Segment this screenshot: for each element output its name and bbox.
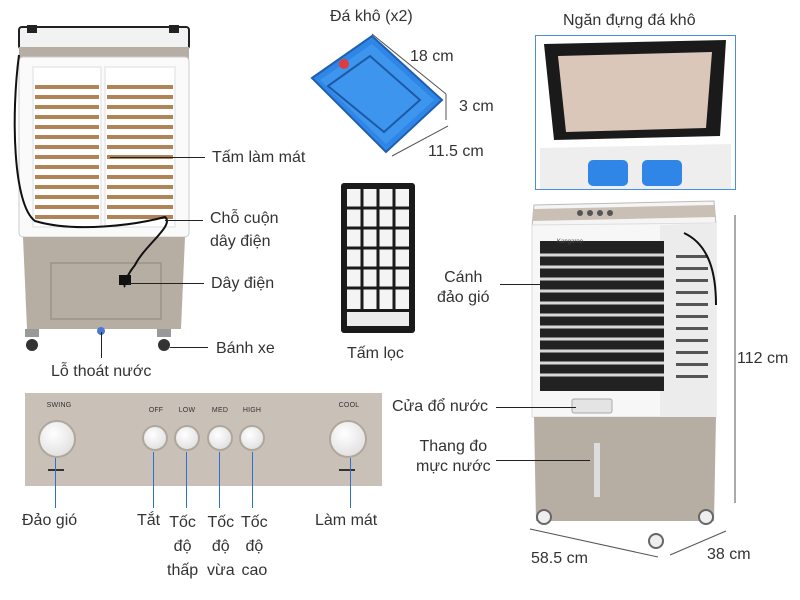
callout-line-drain (101, 332, 102, 358)
callout-line-cool (350, 458, 351, 508)
label-filter: Tấm lọc (347, 345, 404, 362)
callout-line-off (153, 452, 154, 508)
label-ice-compartment: Ngăn đựng đá khô (563, 12, 696, 29)
dim-ice-width: 11.5 cm (428, 143, 484, 160)
callout-line-cord-wrap (165, 220, 203, 221)
cool-indicator-icon (339, 463, 355, 471)
ice-compartment-illustration (540, 40, 731, 189)
dim-ice-thickness: 3 cm (459, 98, 494, 115)
dim-ice-length: 18 cm (410, 48, 454, 65)
cooler-back-view (13, 25, 195, 355)
label-water-inlet: Cửa đổ nước (392, 398, 488, 415)
ice-pack-illustration (310, 33, 449, 157)
panel-label-med: MED (211, 407, 229, 414)
panel-label-high: HIGH (242, 407, 262, 414)
label-cooling-pad: Tấm làm mát (212, 149, 306, 166)
brand-logo: Kangaroo (557, 239, 584, 245)
ice-compartment-inset (535, 35, 736, 190)
control-panel: SWING OFF LOW MED HIGH COOL (25, 393, 382, 486)
callout-line-louver (500, 284, 582, 285)
med-button[interactable] (207, 425, 233, 451)
label-louver: Cánh đảo gió (437, 269, 490, 306)
panel-label-off: OFF (148, 407, 164, 414)
filter-illustration (341, 183, 415, 333)
label-wheels: Bánh xe (216, 340, 275, 357)
swing-button[interactable] (38, 420, 76, 458)
panel-label-swing: SWING (46, 402, 72, 409)
callout-line-med (219, 452, 220, 508)
caption-low: Tốc độ thấp (167, 514, 199, 579)
panel-label-low: LOW (178, 407, 196, 414)
label-cord-wrap: Chỗ cuộn dây điện (210, 210, 279, 250)
callout-line-power-cord (128, 283, 204, 284)
caption-high: Tốc độ cao (241, 514, 268, 579)
low-button[interactable] (174, 425, 200, 451)
cool-button[interactable] (329, 420, 367, 458)
label-power-cord: Dây điện (211, 275, 275, 292)
callout-line-swing (55, 458, 56, 508)
cooler-front-illustration (529, 200, 736, 558)
swing-indicator-icon (48, 463, 64, 471)
caption-swing: Đảo gió (22, 512, 78, 529)
callout-line-low (186, 452, 187, 508)
high-button[interactable] (239, 425, 265, 451)
label-ice-packs: Đá khô (x2) (330, 8, 413, 25)
label-drain-hole: Lỗ thoát nước (51, 363, 152, 380)
callout-line-high (252, 452, 253, 508)
caption-off: Tắt (137, 512, 161, 529)
callout-line-wheels (170, 347, 208, 348)
callout-line-cooling-pad (110, 157, 205, 158)
dim-height: 112 cm (737, 350, 789, 367)
off-button[interactable] (142, 425, 168, 451)
label-water-gauge: Thang đo mực nước (416, 438, 491, 475)
panel-label-cool: COOL (338, 402, 360, 409)
callout-line-water-inlet (496, 407, 576, 408)
cooler-back-illustration (13, 25, 190, 351)
caption-cool: Làm mát (315, 512, 378, 529)
caption-med: Tốc độ vừa (207, 514, 235, 579)
dim-depth: 38 cm (707, 546, 751, 563)
dim-width: 58.5 cm (531, 550, 588, 567)
callout-line-water-gauge (496, 460, 590, 461)
